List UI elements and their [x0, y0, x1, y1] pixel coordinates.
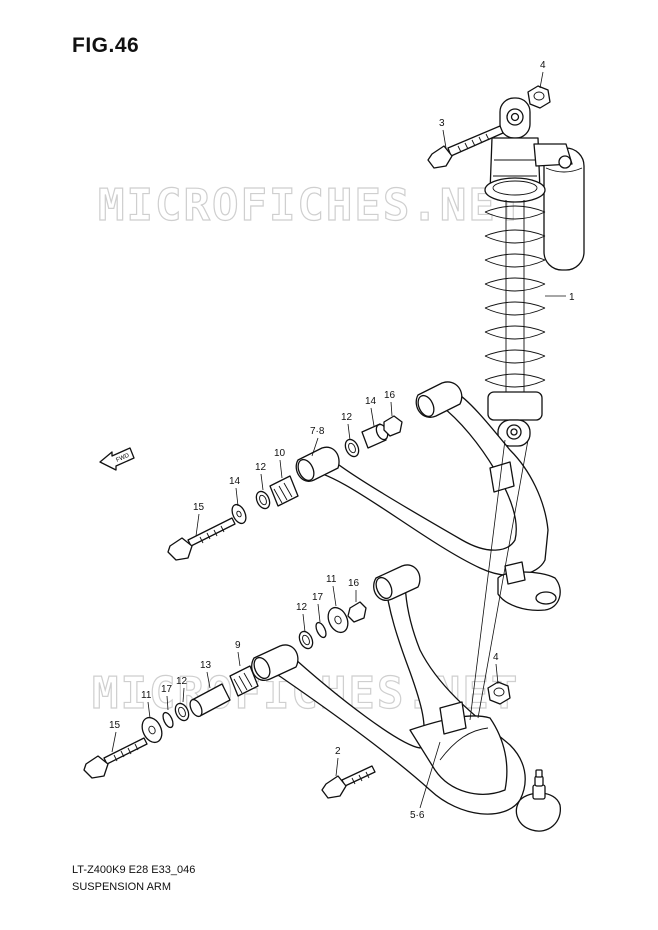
callout-4-top: 4 — [540, 60, 546, 71]
callout-16-lower: 16 — [348, 578, 360, 589]
callout-14-upper-right: 14 — [365, 396, 377, 407]
callout-13: 13 — [200, 660, 212, 671]
callout-15-lower: 15 — [109, 720, 121, 731]
callout-2: 2 — [335, 746, 341, 757]
callout-12-upper-left: 12 — [255, 462, 267, 473]
top-nut — [527, 85, 551, 109]
fwd-label: FWD — [115, 453, 131, 464]
callouts: 4 3 1 16 14 12 7·8 10 12 14 15 16 11 17 … — [109, 60, 575, 821]
callout-15-upper: 15 — [193, 502, 205, 513]
callout-16-upper: 16 — [384, 390, 396, 401]
bottom-nut — [487, 681, 511, 705]
leader-lines — [111, 71, 566, 809]
callout-17-lower-right: 17 — [312, 592, 324, 603]
top-bolt — [427, 125, 504, 169]
callout-10: 10 — [274, 448, 286, 459]
callout-12-upper-right: 12 — [341, 412, 353, 423]
upper-arm — [295, 381, 561, 611]
watermark-top: MICROFICHES.NET — [97, 179, 526, 231]
callout-9: 9 — [235, 640, 241, 651]
callout-1: 1 — [569, 292, 575, 303]
callout-12-lower-left: 12 — [176, 676, 188, 687]
figure-title: FIG.46 — [72, 34, 140, 57]
callout-11-lower-right: 11 — [326, 574, 337, 585]
callout-3: 3 — [439, 118, 445, 129]
lower-arm — [251, 564, 561, 832]
callout-11-lower-left: 11 — [141, 690, 152, 701]
callout-12-lower-right: 12 — [296, 602, 308, 613]
model-code: LT-Z400K9 E28 E33_046 — [72, 864, 196, 876]
callout-4-bottom: 4 — [493, 652, 499, 663]
callout-14-upper-left: 14 — [229, 476, 241, 487]
lower-pivot-hardware — [83, 601, 367, 779]
fwd-arrow-icon: FWD — [99, 447, 135, 471]
shock-absorber — [484, 97, 585, 447]
callout-7-8: 7·8 — [310, 426, 325, 437]
callout-5-6: 5·6 — [410, 810, 425, 821]
figure-description: SUSPENSION ARM — [72, 881, 172, 893]
upper-pivot-hardware — [167, 415, 403, 561]
callout-17-lower-left: 17 — [161, 684, 173, 695]
bottom-bolt — [321, 765, 376, 799]
